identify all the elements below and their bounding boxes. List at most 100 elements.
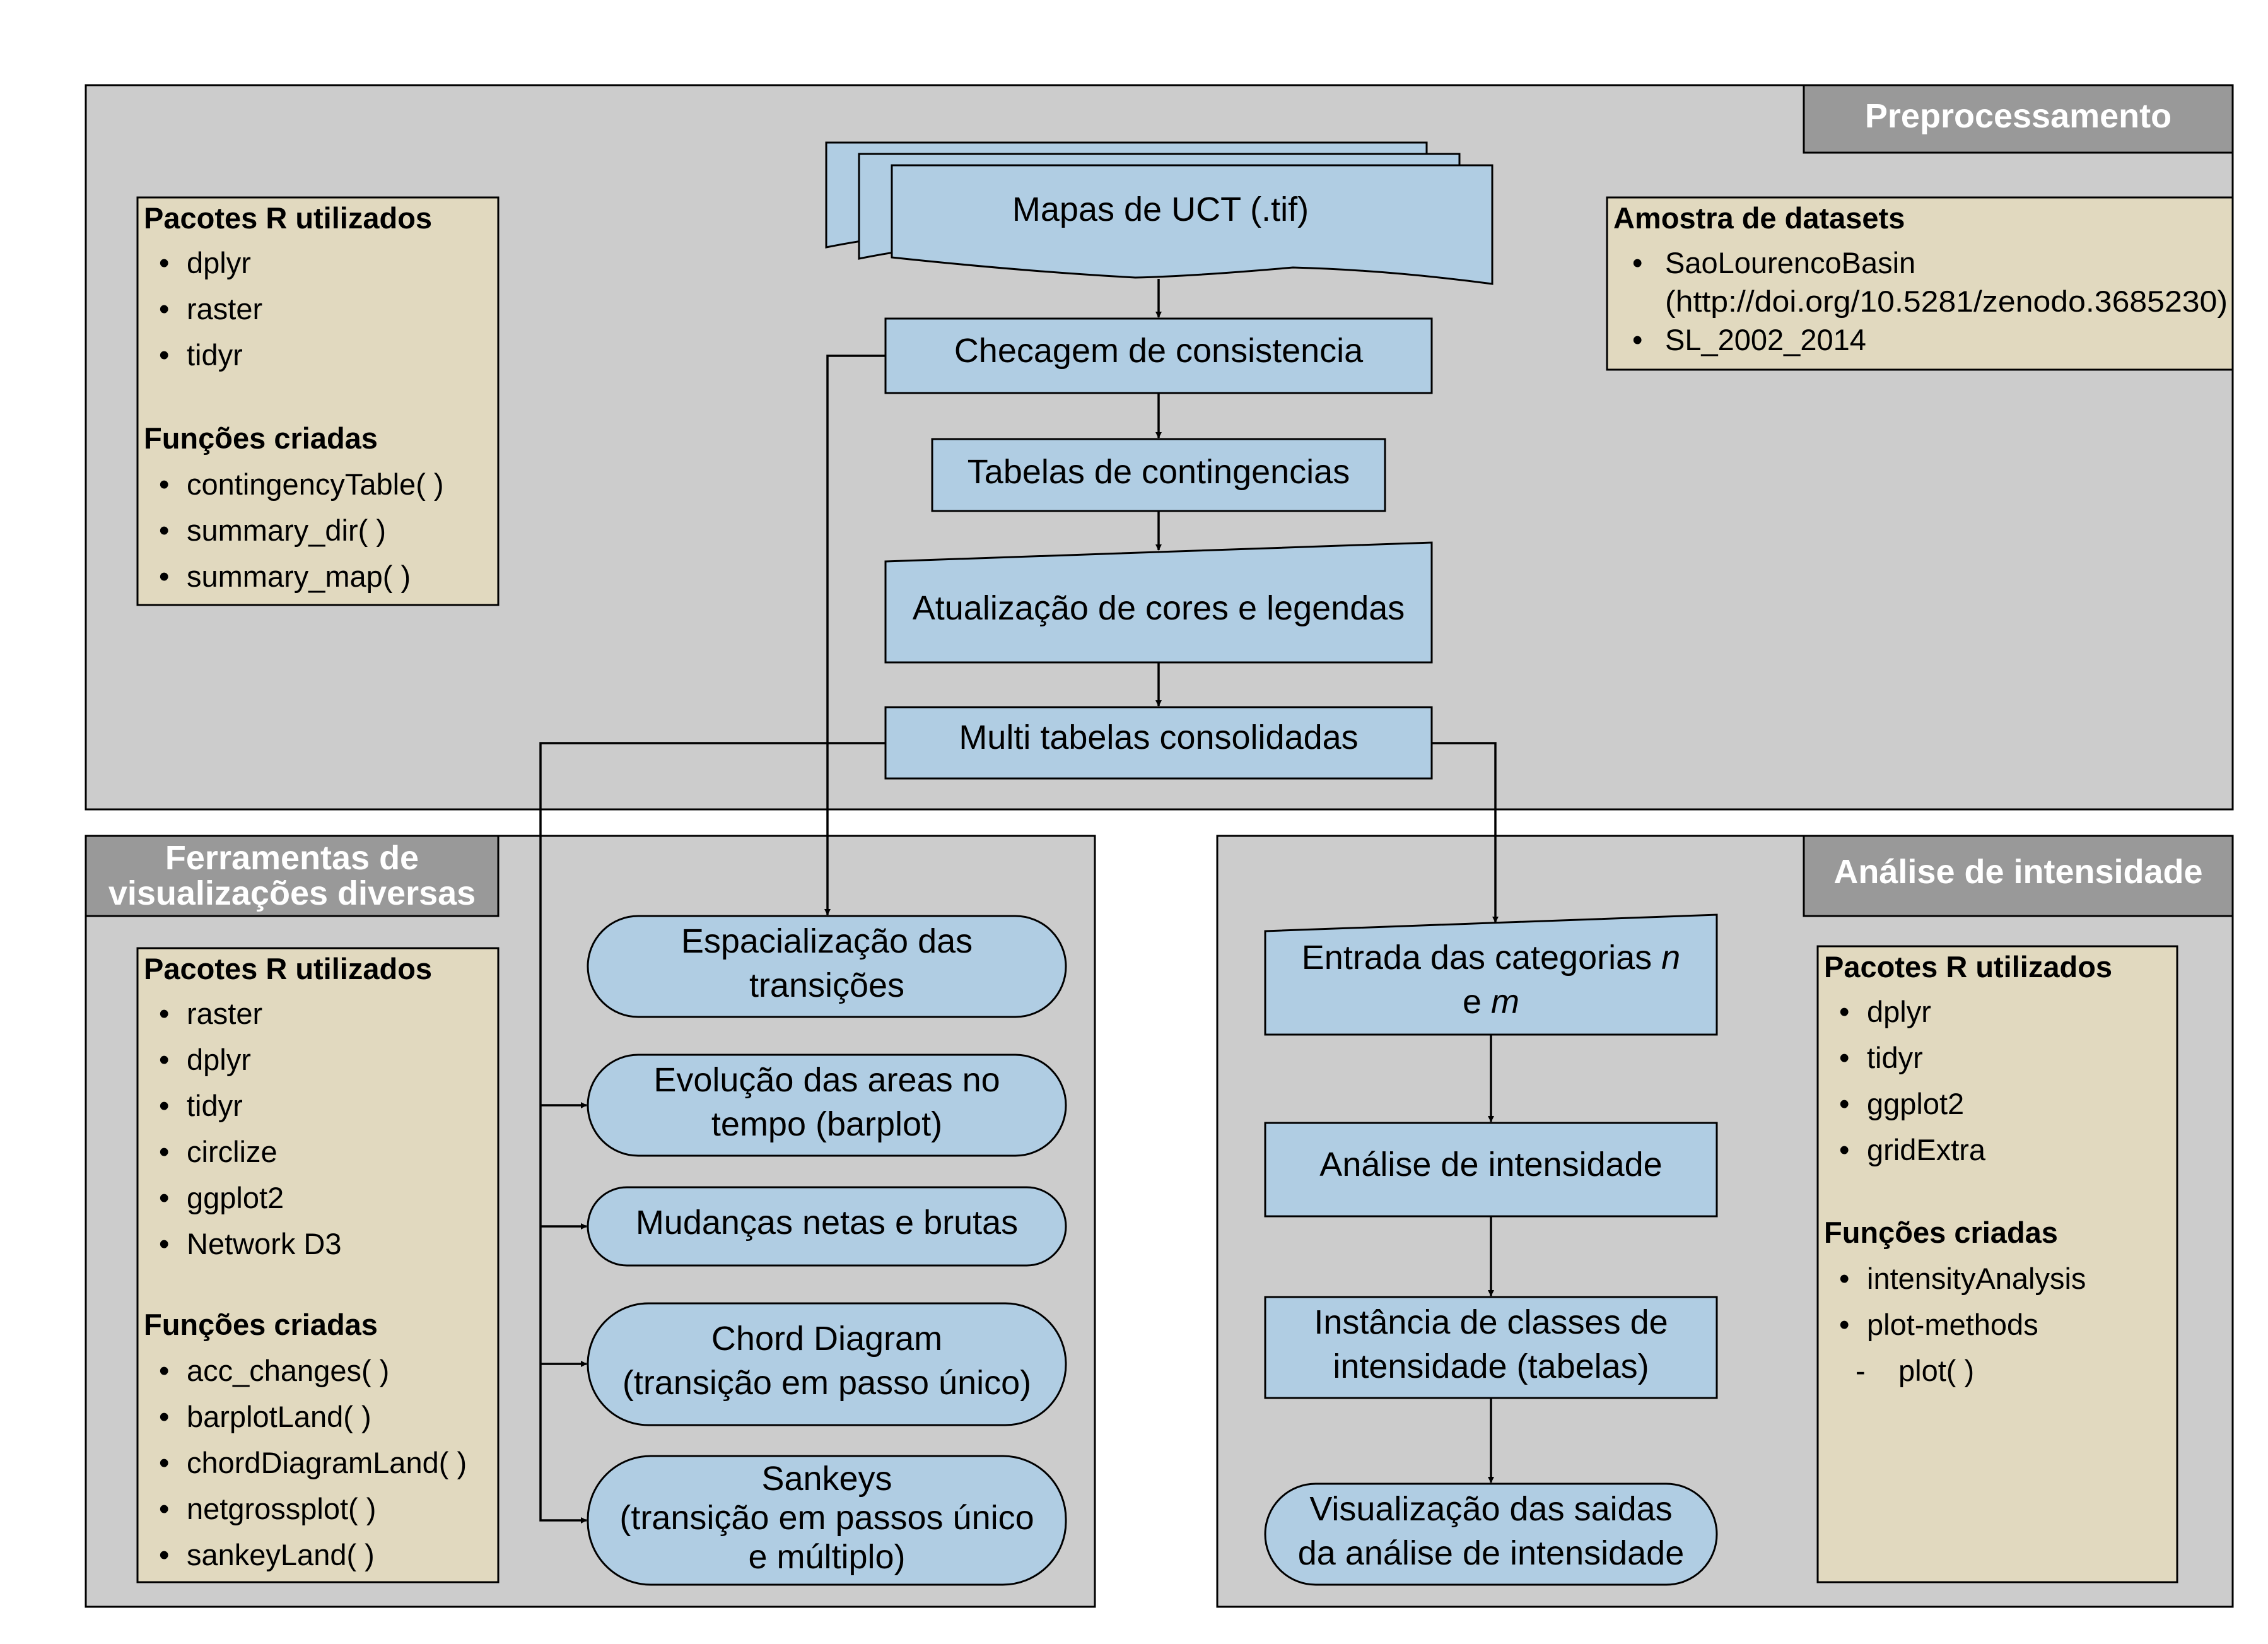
output-label-line2: da análise de intensidade xyxy=(1298,1534,1684,1572)
net-gross-label: Mudanças netas e brutas xyxy=(636,1204,1018,1242)
bullet: • xyxy=(159,1354,169,1387)
bullet: • xyxy=(159,1492,169,1525)
functions-heading: Funções criadas xyxy=(1824,1216,2058,1249)
node-spatialization: Espacialização das transições xyxy=(587,915,1067,1018)
sankey-label-line1: Sankeys xyxy=(761,1460,892,1498)
node-colors-legends: Atualização de cores e legendas xyxy=(884,541,1433,664)
packages-heading: Pacotes R utilizados xyxy=(1824,950,2112,983)
datasets-box: Amostra de datasets • SaoLourencoBasin (… xyxy=(1606,196,2234,371)
bullet: • xyxy=(159,292,169,326)
function-item: netgrossplot( ) xyxy=(187,1492,376,1525)
package-item: tidyr xyxy=(1867,1041,1923,1074)
bullet: • xyxy=(159,246,169,279)
intensity-title: Análise de intensidade xyxy=(1833,853,2202,891)
function-item: intensityAnalysis xyxy=(1867,1262,2086,1295)
node-intensity-outputs: Visualização das saidas da análise de in… xyxy=(1264,1483,1718,1586)
bullet: • xyxy=(159,1089,169,1122)
dataset-item: SL_2002_2014 xyxy=(1665,323,1866,356)
node-contingency-tables: Tabelas de contingencias xyxy=(931,438,1386,512)
arrow-consistency-spatialization xyxy=(824,355,886,915)
package-item: tidyr xyxy=(187,1089,243,1122)
bullet: • xyxy=(1839,1308,1849,1341)
function-item: sankeyLand( ) xyxy=(187,1538,375,1571)
visualization-title-box xyxy=(85,835,500,917)
input-label-text: Entrada das categorias xyxy=(1302,939,1652,977)
packages-heading: Pacotes R utilizados xyxy=(144,201,432,235)
functions-heading: Funções criadas xyxy=(144,421,378,455)
intensity-title-box xyxy=(1803,835,2234,917)
function-item: contingencyTable( ) xyxy=(187,467,444,501)
connectors xyxy=(539,279,1499,1524)
subfunction-item: plot( ) xyxy=(1898,1354,1974,1387)
contingency-label: Tabelas de contingencias xyxy=(967,453,1350,491)
package-item: dplyr xyxy=(187,1043,251,1076)
arrow-multi-input xyxy=(1432,742,1499,923)
preprocessing-title: Preprocessamento xyxy=(1865,97,2172,135)
functions-heading: Funções criadas xyxy=(144,1308,378,1341)
bullet: • xyxy=(159,1181,169,1214)
node-net-gross-changes: Mudanças netas e brutas xyxy=(587,1186,1067,1267)
dataset-item: SaoLourencoBasin xyxy=(1665,246,1915,279)
bullet: • xyxy=(159,997,169,1030)
package-item: raster xyxy=(187,292,262,326)
analysis-label: Análise de intensidade xyxy=(1319,1146,1662,1183)
preprocessing-title-box xyxy=(1803,84,2234,154)
node-intensity-classes: Instância de classes de intensidade (tab… xyxy=(1264,1296,1718,1399)
function-item: chordDiagramLand( ) xyxy=(187,1446,467,1479)
instance-label-line1: Instância de classes de xyxy=(1314,1303,1668,1341)
chord-label-line1: Chord Diagram xyxy=(711,1320,942,1358)
node-multi-tables: Multi tabelas consolidadas xyxy=(884,706,1433,780)
package-item: dplyr xyxy=(187,246,251,279)
input-label-m: m xyxy=(1491,983,1519,1021)
bullet: • xyxy=(159,1446,169,1479)
bullet: • xyxy=(1839,995,1849,1028)
instance-label-line2: intensidade (tabelas) xyxy=(1333,1347,1649,1385)
bullet: • xyxy=(159,467,169,501)
datasets-heading: Amostra de datasets xyxy=(1613,201,1905,235)
intensity-packages-box: Pacotes R utilizados • dplyr • tidyr • g… xyxy=(1816,945,2178,1583)
visualization-title-line2: visualizações diversas xyxy=(108,874,476,912)
input-label-and: e xyxy=(1463,983,1482,1021)
sankey-label-line3: e múltiplo) xyxy=(748,1538,905,1576)
visualization-title-line1: Ferramentas de xyxy=(165,839,419,877)
node-chord-diagram: Chord Diagram (transição em passo único) xyxy=(587,1302,1067,1426)
input-label-n: n xyxy=(1661,939,1680,977)
bullet: • xyxy=(159,1043,169,1076)
function-item: summary_map( ) xyxy=(187,560,411,593)
package-item: ggplot2 xyxy=(1867,1087,1964,1120)
package-item: ggplot2 xyxy=(187,1181,284,1214)
package-item: circlize xyxy=(187,1135,278,1168)
preprocessing-packages-box: Pacotes R utilizados • dplyr • raster • … xyxy=(136,196,500,606)
bullet: • xyxy=(159,514,169,547)
function-item: barplotLand( ) xyxy=(187,1400,371,1433)
bullet: • xyxy=(1839,1262,1849,1295)
input-label-line1: Entrada das categorias n xyxy=(1302,939,1680,977)
multi-label: Multi tabelas consolidadas xyxy=(959,719,1358,756)
colors-label: Atualização de cores e legendas xyxy=(913,589,1405,627)
dash: - xyxy=(1856,1354,1866,1387)
bullet: • xyxy=(159,1400,169,1433)
spatialization-label-line2: transições xyxy=(749,966,904,1004)
bullet: • xyxy=(1839,1133,1849,1166)
output-label-line1: Visualização das saidas xyxy=(1309,1490,1672,1528)
node-consistency-check: Checagem de consistencia xyxy=(884,317,1433,394)
maps-label: Mapas de UCT (.tif) xyxy=(1012,191,1309,228)
bullet: • xyxy=(159,338,169,372)
bullet: • xyxy=(1632,246,1642,279)
node-category-input: Entrada das categorias n e m xyxy=(1264,913,1718,1036)
bullet: • xyxy=(1632,323,1642,356)
bullet: • xyxy=(159,1538,169,1571)
function-item: summary_dir( ) xyxy=(187,514,386,547)
package-item: Network D3 xyxy=(187,1227,342,1260)
visualization-packages-box: Pacotes R utilizados • raster • dplyr • … xyxy=(136,947,500,1583)
consistency-label: Checagem de consistencia xyxy=(954,332,1364,370)
bullet: • xyxy=(159,1135,169,1168)
input-label-line2: e m xyxy=(1463,983,1519,1021)
node-area-evolution: Evolução das areas no tempo (barplot) xyxy=(587,1054,1067,1157)
node-maps-multi-document: Mapas de UCT (.tif) xyxy=(825,141,1493,285)
bullet: • xyxy=(159,560,169,593)
bullet: • xyxy=(159,1227,169,1260)
dataset-link[interactable]: (http://doi.org/10.5281/zenodo.3685230) xyxy=(1665,285,2228,318)
function-item: plot-methods xyxy=(1867,1308,2038,1341)
